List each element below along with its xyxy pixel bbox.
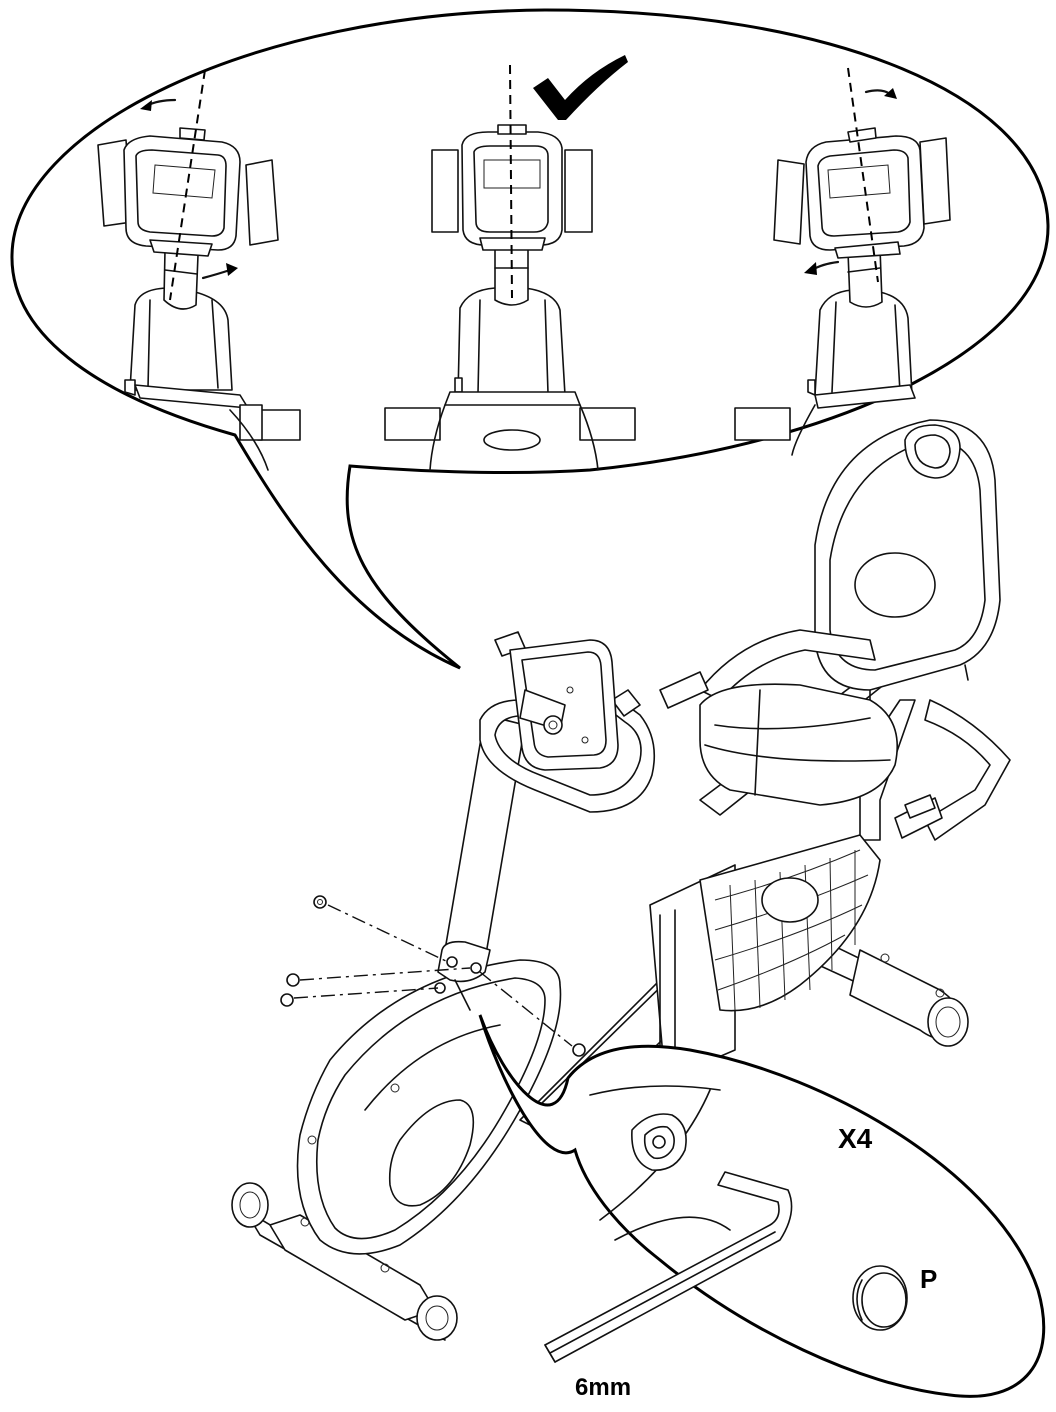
rotate-left-arrow-icon xyxy=(140,98,238,280)
checkmark-icon xyxy=(533,55,628,120)
front-shroud xyxy=(296,959,562,1255)
rotate-right-arrow-icon xyxy=(804,88,897,275)
hardware-callout: X4 P 6mm xyxy=(478,1014,1046,1401)
console-housing xyxy=(509,639,619,771)
washer-part xyxy=(313,895,327,909)
tool-size-label: 6mm xyxy=(575,1374,631,1401)
console-view-tilted-left xyxy=(97,127,301,471)
allen-key-icon xyxy=(544,1171,793,1363)
alignment-callout xyxy=(10,8,1050,670)
axis-line-center xyxy=(509,64,513,299)
exploded-hardware xyxy=(280,895,586,1057)
console-mast xyxy=(434,714,526,1011)
bolt-closeup xyxy=(589,1085,731,1241)
quantity-label: X4 xyxy=(838,1123,873,1154)
seat-cushion xyxy=(699,683,899,806)
end-cap-part xyxy=(572,1043,586,1057)
axis-line-right xyxy=(847,67,879,283)
seat-back xyxy=(814,419,1001,721)
front-stabilizer xyxy=(231,1182,458,1341)
recumbent-bike xyxy=(231,419,1011,1341)
end-cap-part xyxy=(280,993,294,1007)
end-cap-icon xyxy=(852,1265,908,1331)
side-handlebars xyxy=(659,629,1011,841)
accessory-basket xyxy=(699,834,881,1012)
axis-line-left xyxy=(169,69,206,301)
part-letter-label: P xyxy=(920,1264,937,1294)
end-cap-part xyxy=(286,973,300,987)
